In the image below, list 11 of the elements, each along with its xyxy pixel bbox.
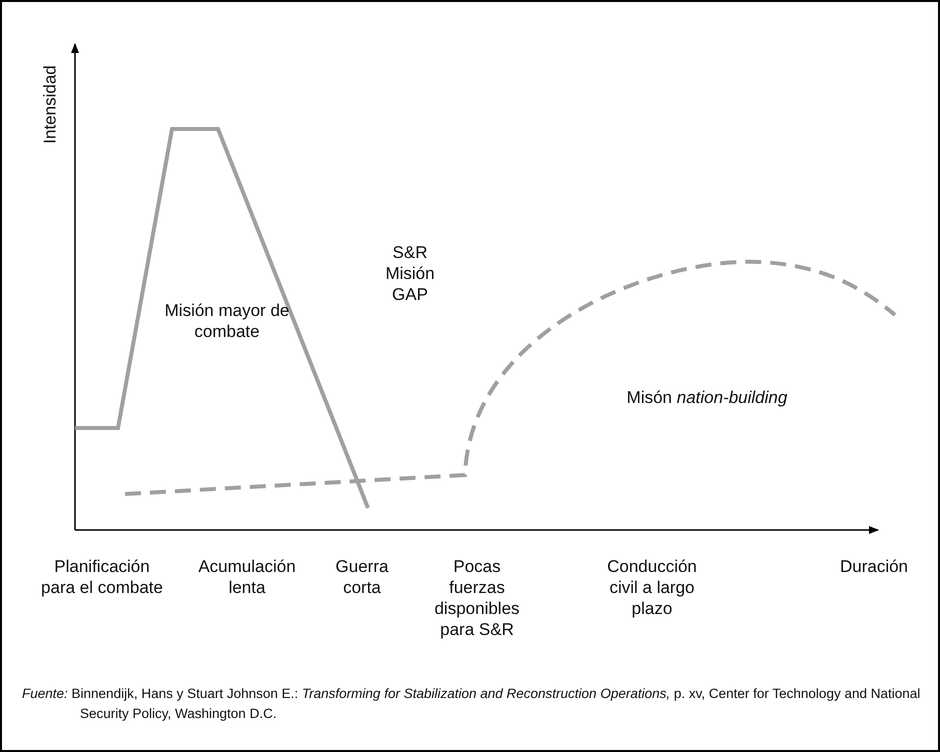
region-label: Misión mayor de combate: [164, 300, 290, 342]
region-label: Misón nation-building: [626, 387, 788, 408]
phase-label: Acumulación lenta: [197, 556, 297, 598]
phase-label: Guerra corta: [334, 556, 390, 598]
region-label: S&R Misión GAP: [384, 242, 436, 305]
source-caption: Fuente: Binnendijk, Hans y Stuart Johnson E.: Transforming for Stabilization and Reconstruction Operations, p. xv, Center for Technology and National Security Policy, Washington D.C.: [22, 685, 922, 723]
phase-label: Planificación para el combate: [40, 556, 164, 598]
phase-label: Pocas fuerzas disponibles para S&R: [433, 556, 521, 640]
phase-label: Conducción civil a largo plazo: [606, 556, 698, 619]
axis-label: Intensidad: [40, 65, 60, 144]
phase-label: Duración: [840, 556, 908, 577]
